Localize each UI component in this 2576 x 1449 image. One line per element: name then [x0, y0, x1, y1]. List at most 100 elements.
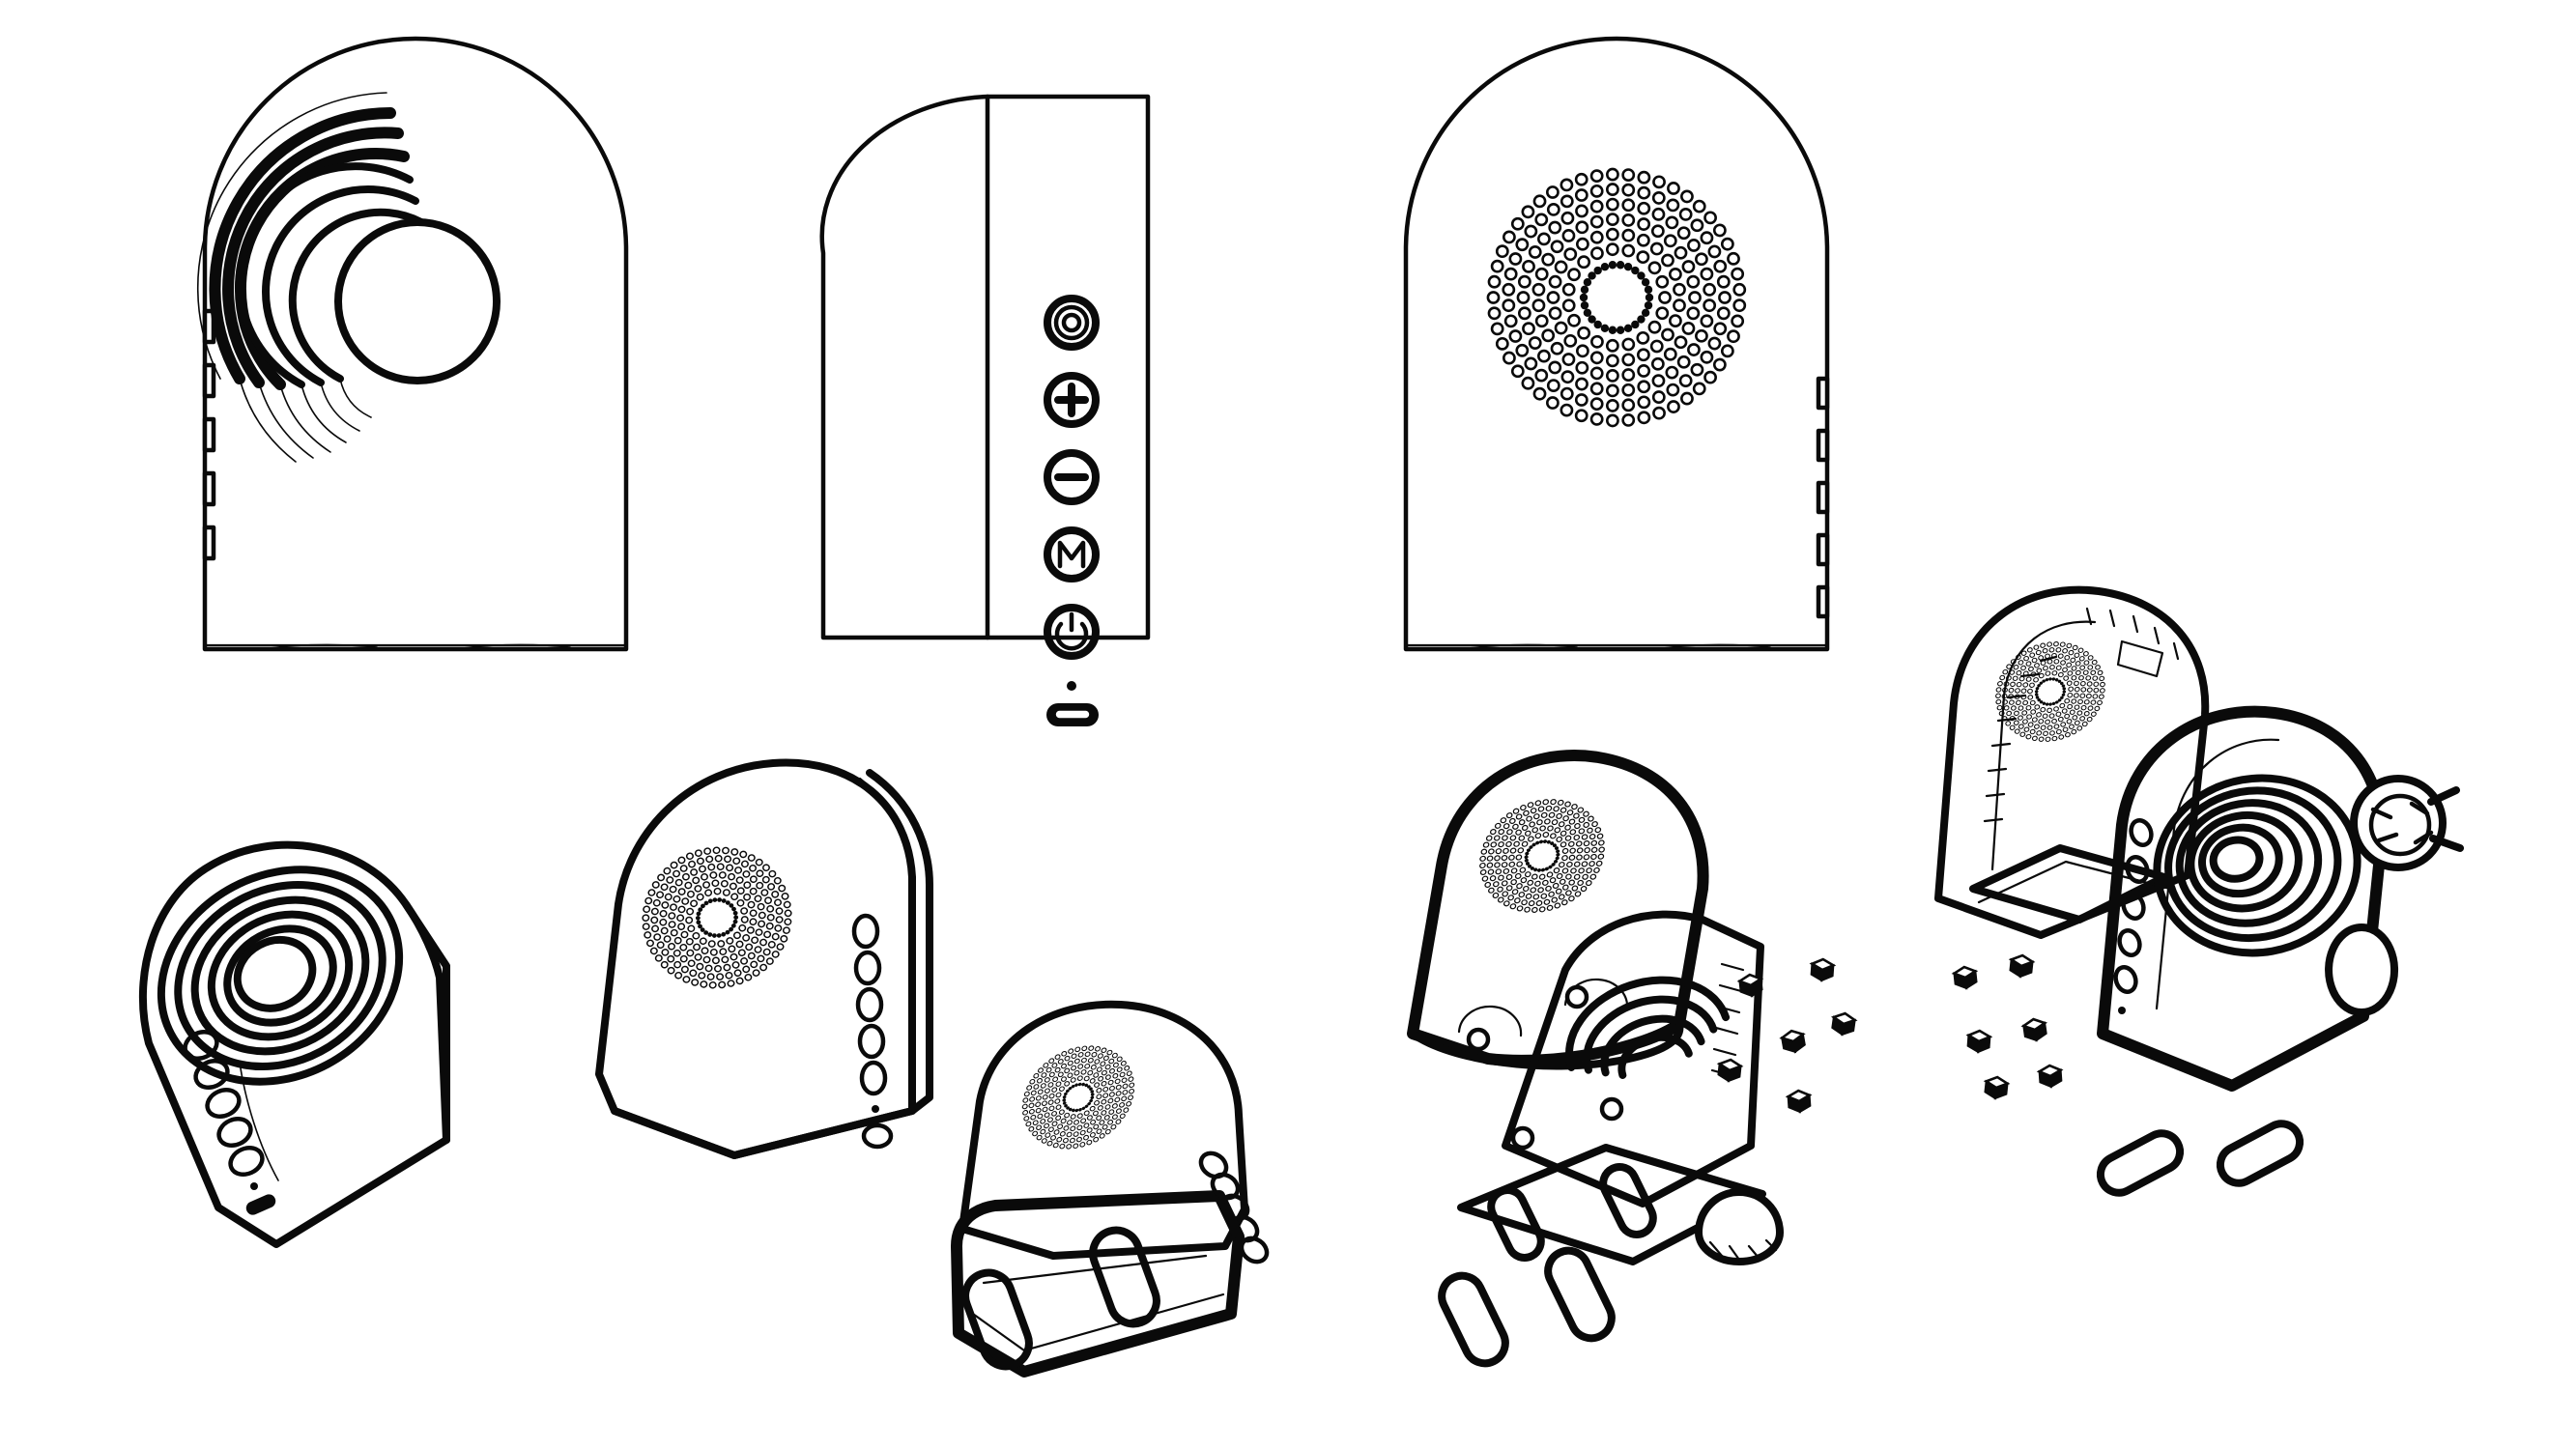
vent-hole — [1575, 220, 1589, 235]
vent-hole — [1561, 867, 1569, 874]
und-control-column[interactable] — [1196, 1149, 1272, 1266]
vent-hole-solid — [731, 906, 736, 912]
expb-btn-5[interactable] — [2112, 964, 2139, 994]
vent-hole — [1583, 821, 1590, 828]
pair-button[interactable] — [1044, 295, 1100, 351]
expb-btn-3[interactable] — [2120, 891, 2147, 921]
r3q-volume-down-button[interactable] — [855, 986, 884, 1023]
usb-c-port-icon[interactable] — [1046, 703, 1099, 726]
vent-hole — [2086, 716, 2093, 723]
vent-hole — [1490, 259, 1504, 273]
vent-hole — [1732, 282, 1747, 297]
vent-hole — [2038, 719, 2045, 724]
vent-hole — [1678, 208, 1693, 221]
expb-btn-4[interactable] — [2116, 927, 2143, 957]
volume-up-button-ring[interactable] — [1044, 372, 1100, 428]
volume-down-button-ring[interactable] — [1044, 449, 1100, 505]
vent-hole — [1652, 406, 1666, 420]
r3q-power-button[interactable] — [859, 1060, 888, 1096]
vent-hole — [1563, 333, 1578, 348]
vent-hole — [1066, 1144, 1073, 1150]
f3q-volume-up-button[interactable] — [191, 1056, 232, 1093]
vent-hole-solid — [1081, 1106, 1086, 1111]
r3q-pair-button[interactable] — [851, 913, 880, 950]
vent-hole — [1577, 255, 1591, 270]
expb-btn-1[interactable] — [2128, 817, 2155, 847]
vent-hole — [1556, 836, 1563, 842]
vent-hole — [1560, 178, 1574, 192]
vent-hole — [1649, 339, 1664, 354]
f3q-control-column[interactable] — [181, 1027, 277, 1217]
r3q-usb-c-port-icon[interactable] — [861, 1122, 894, 1150]
vent-hole-solid — [698, 907, 703, 912]
vent-hole — [755, 928, 763, 936]
vent-hole — [1490, 322, 1504, 336]
vent-hole — [2009, 669, 2016, 675]
vent-hole — [778, 884, 787, 893]
vent-hole-solid — [1550, 841, 1555, 845]
vent-hole — [2002, 699, 2009, 705]
vent-hole — [1536, 819, 1543, 826]
f3q-pair-button[interactable] — [181, 1027, 221, 1064]
vent-hole — [1501, 862, 1508, 868]
vent-hole — [2064, 697, 2071, 704]
vent-hole — [2065, 731, 2071, 738]
vent-hole — [2099, 675, 2105, 682]
pair-button-ring-outer[interactable] — [1044, 295, 1100, 351]
vent-hole — [660, 883, 669, 892]
mode-button[interactable] — [1044, 526, 1100, 582]
vent-hole — [1044, 1088, 1050, 1094]
vent-hole-solid — [1062, 1094, 1067, 1099]
power-button-ring[interactable] — [1044, 604, 1100, 660]
expa-pin-4 — [1466, 1027, 1491, 1052]
rear-body-outline — [1403, 36, 1830, 652]
volume-up-button[interactable] — [1044, 372, 1100, 428]
expb-control-column[interactable] — [2112, 817, 2155, 1014]
r3q-control-column[interactable] — [851, 913, 894, 1150]
f3q-volume-down-button[interactable] — [203, 1085, 243, 1122]
side-control-column[interactable] — [1044, 295, 1100, 726]
vent-hole — [733, 969, 742, 977]
vent-hole — [1089, 1132, 1096, 1138]
r3q-perforated-vent-grille — [642, 846, 792, 989]
vent-hole — [2078, 675, 2084, 681]
f3q-usb-c-port-icon[interactable] — [244, 1192, 278, 1217]
vent-hole — [1589, 412, 1604, 426]
vent-hole — [1549, 877, 1557, 884]
expb-driver-cone — [2153, 774, 2361, 957]
vent-hole — [649, 947, 658, 955]
vent-hole — [647, 889, 656, 896]
f3q-mode-button[interactable] — [215, 1114, 255, 1151]
und-btn-5[interactable] — [1237, 1234, 1272, 1266]
vent-hole — [679, 865, 688, 872]
vent-hole — [1548, 274, 1562, 289]
vent-hole — [1587, 827, 1593, 834]
vent-hole — [661, 901, 670, 909]
grille-tail-3 — [279, 384, 331, 453]
vent-hole — [1576, 854, 1583, 861]
vent-hole — [2073, 693, 2079, 698]
und-base-plate — [951, 1190, 1245, 1378]
vent-hole — [1115, 1119, 1122, 1124]
vent-hole — [784, 909, 792, 918]
vent-hole — [1116, 1066, 1123, 1072]
vent-hole — [1560, 841, 1567, 848]
r3q-led-dot-icon — [872, 1105, 879, 1113]
vent-hole — [1531, 906, 1538, 913]
vent-hole — [1505, 873, 1513, 880]
vent-hole — [1551, 819, 1559, 826]
f3q-power-button[interactable] — [226, 1143, 267, 1179]
vent-hole — [1695, 328, 1708, 343]
vent-hole — [1120, 1061, 1127, 1066]
screw-2 — [1809, 957, 1837, 982]
expb-btn-2[interactable] — [2124, 854, 2151, 884]
mode-button-ring[interactable] — [1044, 526, 1100, 582]
power-button[interactable] — [1044, 604, 1100, 660]
r3q-mode-button[interactable] — [857, 1023, 886, 1060]
vent-hole — [688, 860, 697, 868]
expa-cone-ring-1 — [1565, 976, 1731, 1071]
r3q-volume-up-button[interactable] — [853, 950, 882, 986]
vent-hole — [1537, 349, 1551, 363]
vent-hole-solid — [1600, 324, 1610, 332]
volume-down-button[interactable] — [1044, 449, 1100, 505]
